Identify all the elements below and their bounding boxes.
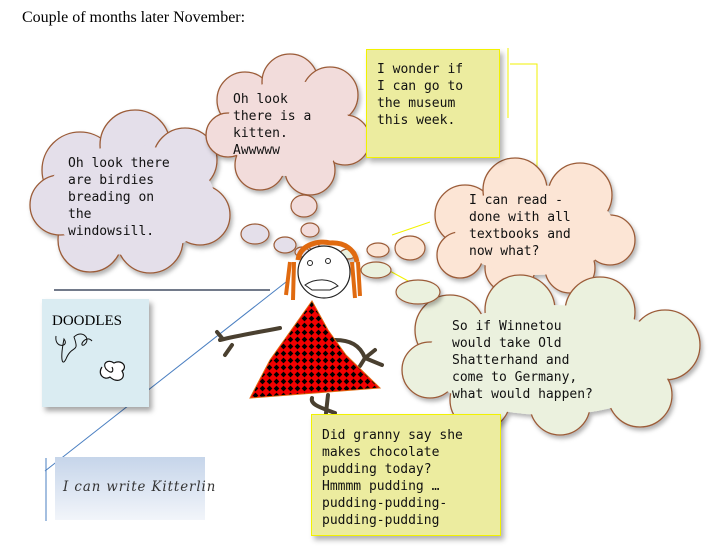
handwriting-box: I can write Kitterlin xyxy=(55,457,215,520)
thought-cloud-winnetou xyxy=(401,274,701,436)
bubble-text-birdies: Oh look there are birdies breading on th… xyxy=(68,156,170,239)
note-museum-text: I wonder if I can go to the museum this … xyxy=(377,62,464,128)
doodles-box: DOODLES xyxy=(42,299,149,407)
bubble-text-read: I can read - done with all textbooks and… xyxy=(469,193,571,259)
thought-cloud-kitten xyxy=(205,53,371,196)
bubble-text-kitten: Oh look there is a kitten. Awwwww xyxy=(233,92,312,158)
girl-drawing xyxy=(215,239,384,415)
connector-lines xyxy=(44,48,538,521)
note-museum: I wonder if I can go to the museum this … xyxy=(366,49,500,158)
note-pudding: Did granny say she makes chocolate puddi… xyxy=(311,414,501,536)
thought-cloud-read xyxy=(434,157,636,294)
doodles-label: DOODLES xyxy=(52,313,122,329)
doodle-scribbles xyxy=(55,333,126,381)
note-pudding-text: Did granny say she makes chocolate puddi… xyxy=(322,428,463,528)
bubble-text-winnetou: So if Winnetou would take Old Shatterhan… xyxy=(452,319,593,402)
thought-cloud-birdies xyxy=(29,109,231,274)
handwriting-text: I can write Kitterlin xyxy=(63,479,217,495)
page-title: Couple of months later November: xyxy=(22,9,246,26)
